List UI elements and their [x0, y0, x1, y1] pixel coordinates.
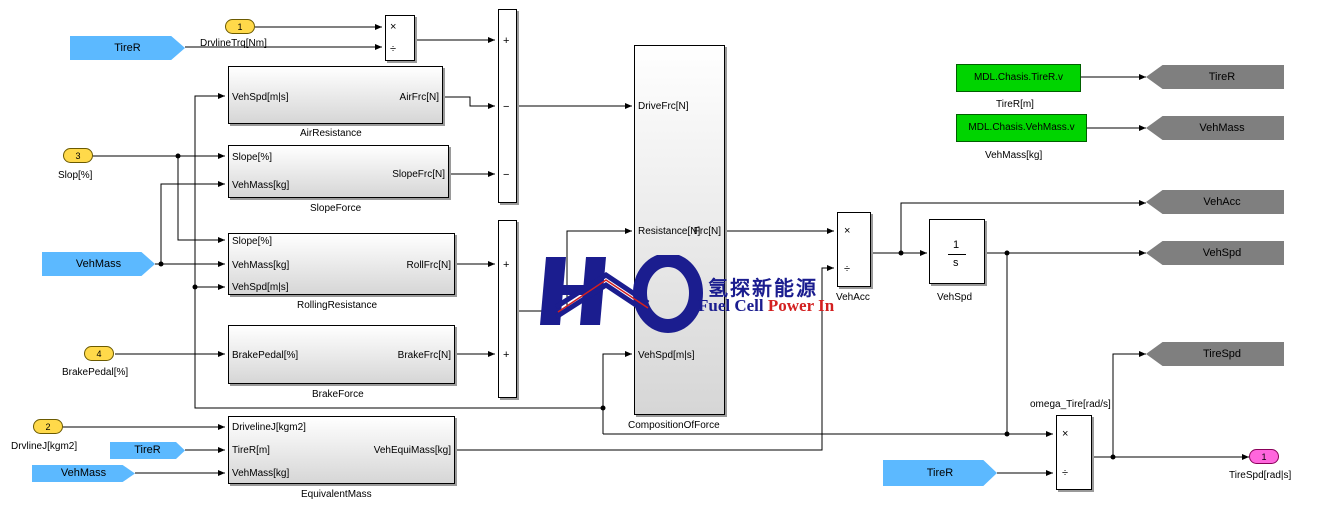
plus-sign: +: [503, 35, 510, 47]
port-vehmass: VehMass[kg]: [232, 180, 290, 191]
logo-english-text: Fuel Cell Power In: [698, 296, 834, 316]
goto-tag-tirespd[interactable]: TireSpd: [1146, 342, 1284, 366]
from-tag-tirer-3[interactable]: TireR: [883, 460, 997, 486]
goto-tag-vehspd[interactable]: VehSpd: [1146, 241, 1284, 265]
inport-drvlinej[interactable]: 2: [33, 419, 63, 434]
port-vehmass: VehMass[kg]: [232, 468, 290, 479]
from-tag-tirer-2[interactable]: TireR: [110, 442, 185, 459]
goto-tag-tirer[interactable]: TireR: [1146, 65, 1284, 89]
inport-drvlinej-label: DrvlineJ[kgm2]: [11, 441, 78, 452]
rolling-resistance-name: RollingResistance: [297, 300, 378, 311]
equivalent-mass-name: EquivalentMass: [301, 489, 372, 500]
minus-sign: −: [503, 169, 510, 181]
constant-vehmass[interactable]: MDL.Chasis.VehMass.v: [956, 114, 1087, 142]
goto-tag-vehacc[interactable]: VehAcc: [1146, 190, 1284, 214]
inport-slop[interactable]: 3: [63, 148, 93, 163]
port-slopefrc: SlopeFrc[N]: [392, 169, 445, 180]
brake-force-name: BrakeForce: [312, 389, 364, 400]
divide-sign: ÷: [844, 263, 851, 275]
inport-drvlinetrq[interactable]: 1: [225, 19, 255, 34]
integrator-block[interactable]: 1 s: [929, 219, 985, 284]
port-airfrc: AirFrc[N]: [399, 92, 439, 103]
logo-english-a: Fuel Cell: [698, 296, 768, 315]
constant-tirer[interactable]: MDL.Chasis.TireR.v: [956, 64, 1081, 92]
subsystem-slope-force[interactable]: Slope[%] VehMass[kg] SlopeFrc[N]: [228, 145, 449, 198]
integrator-denominator: s: [953, 257, 959, 269]
constant-vehmass-label: VehMass[kg]: [985, 150, 1043, 161]
plus-sign: +: [503, 259, 510, 271]
subsystem-rolling-resistance[interactable]: Slope[%] VehMass[kg] VehSpd[m|s] RollFrc…: [228, 233, 455, 295]
from-tag-vehmass[interactable]: VehMass: [42, 252, 155, 276]
outport-tirespd-label: TireSpd[rad|s]: [1229, 470, 1292, 481]
port-vehmass: VehMass[kg]: [232, 260, 290, 271]
product-block-vehacc[interactable]: × ÷: [837, 212, 871, 287]
slope-force-name: SlopeForce: [310, 203, 362, 214]
hto-logo: [540, 255, 703, 333]
product-block-tirespd[interactable]: × ÷: [1056, 415, 1092, 490]
divide-sign: ÷: [390, 43, 397, 55]
integrator-name: VehSpd: [937, 292, 973, 303]
sum-block-resistance[interactable]: + +: [498, 220, 517, 398]
inport-slop-label: Slop[%]: [58, 170, 93, 181]
port-vehspd: VehSpd[m|s]: [638, 350, 695, 361]
plus-sign: +: [503, 349, 510, 361]
port-rollfrc: RollFrc[N]: [406, 260, 451, 271]
port-drivelinej: DrivelineJ[kgm2]: [232, 422, 306, 433]
inport-drvlinetrq-label: DrvlineTrq[Nm]: [200, 38, 267, 49]
minus-sign: −: [503, 101, 510, 113]
branch-points: [158, 153, 1116, 460]
omega-tire-label: omega_Tire[rad/s]: [1030, 399, 1111, 410]
port-vehequimass: VehEquiMass[kg]: [373, 445, 451, 456]
fraction-bar: [948, 254, 966, 255]
from-tag-vehmass-2[interactable]: VehMass: [32, 465, 135, 482]
port-resistance: Resistance[N]: [638, 226, 701, 237]
integrator-numerator: 1: [953, 239, 960, 251]
port-tirer: TireR[m]: [232, 445, 270, 456]
port-brakefrc: BrakeFrc[N]: [397, 350, 451, 361]
port-frc: Frc[N]: [693, 226, 721, 237]
air-resistance-name: AirResistance: [300, 128, 362, 139]
composition-of-force-name: CompositionOfForce: [628, 420, 720, 431]
outport-tirespd[interactable]: 1: [1249, 449, 1279, 464]
port-slope: Slope[%]: [232, 152, 273, 163]
port-vehspd: VehSpd[m|s]: [232, 92, 289, 103]
logo-chinese-text: 氢探新能源: [708, 276, 818, 300]
subsystem-composition-of-force[interactable]: DriveFrc[N] Resistance[N] VehSpd[m|s] Fr…: [634, 45, 725, 415]
divide-sign: ÷: [1062, 467, 1069, 479]
from-tag-tirer[interactable]: TireR: [70, 36, 185, 60]
subsystem-air-resistance[interactable]: VehSpd[m|s] AirFrc[N]: [228, 66, 443, 124]
inport-brakepedal-label: BrakePedal[%]: [62, 367, 129, 378]
multiply-sign: ×: [844, 225, 851, 237]
port-vehspd: VehSpd[m|s]: [232, 282, 289, 293]
port-drivefrc: DriveFrc[N]: [638, 101, 689, 112]
constant-tirer-label: TireR[m]: [996, 99, 1034, 110]
subsystem-brake-force[interactable]: BrakePedal[%] BrakeFrc[N]: [228, 325, 455, 384]
sum-block-drive[interactable]: + − −: [498, 9, 517, 203]
multiply-sign: ×: [1062, 428, 1069, 440]
inport-brakepedal[interactable]: 4: [84, 346, 114, 361]
port-brakepedal: BrakePedal[%]: [232, 350, 299, 361]
goto-tag-vehmass[interactable]: VehMass: [1146, 116, 1284, 140]
subsystem-equivalent-mass[interactable]: DrivelineJ[kgm2] TireR[m] VehMass[kg] Ve…: [228, 416, 455, 484]
product-block-drive[interactable]: × ÷: [385, 15, 415, 61]
multiply-sign: ×: [390, 21, 397, 33]
port-slope: Slope[%]: [232, 236, 273, 247]
logo-english-b: Power In: [767, 296, 835, 315]
vehacc-name: VehAcc: [836, 292, 870, 303]
